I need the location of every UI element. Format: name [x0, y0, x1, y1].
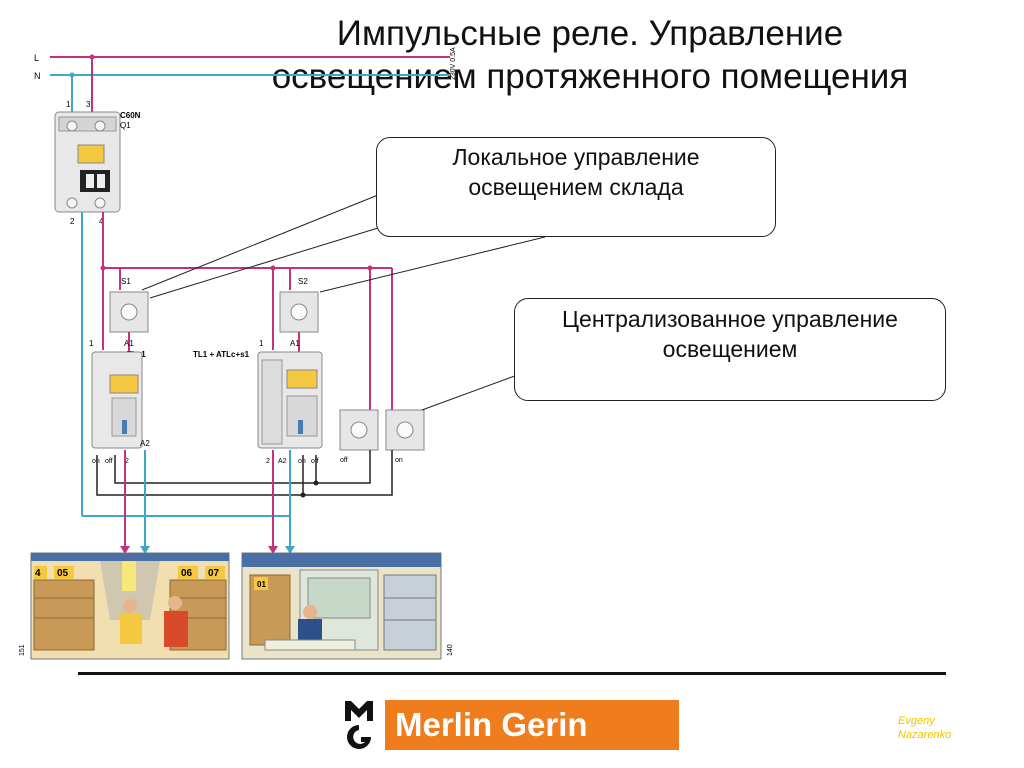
brand-logo: Merlin Gerin: [385, 700, 679, 750]
central-switch-on: [385, 409, 425, 451]
relay2-a2-label: A2: [278, 458, 287, 465]
relay1-a2-label: A2: [140, 439, 150, 448]
impulse-relay-2: [257, 351, 323, 449]
author-last-name: Nazarenko: [898, 729, 952, 741]
callout-central-control: Централизованное управление освещением: [514, 298, 946, 401]
callout-local-pointer-1: [141, 194, 379, 291]
node-neutral: [69, 72, 75, 78]
rack-07-label: 07: [208, 568, 220, 579]
rack-4-label: 4: [35, 568, 41, 579]
relay2-on-label: on: [298, 458, 306, 465]
switch-s2-label: S2: [298, 277, 308, 286]
terminal-2-label: 2: [70, 217, 75, 226]
callout-local-line1: Локальное управление: [452, 144, 700, 170]
scene1-number: 151: [19, 644, 26, 656]
terminal-4-label: 4: [99, 217, 104, 226]
pushbutton-s1: [109, 291, 149, 333]
relay2-off-label: off: [311, 458, 319, 465]
relay2-terminal-1: 1: [259, 339, 264, 348]
callout-central-line2: освещением: [662, 336, 798, 362]
label-L: L: [34, 53, 39, 63]
relay1-off-label: off: [105, 458, 113, 465]
breaker-c60n: [54, 111, 121, 213]
callout-local-pointer-3: [319, 236, 546, 293]
central-on-label: on: [395, 457, 403, 464]
rack-01-label: 01: [257, 580, 266, 589]
callout-central-line1: Централизованное управление: [562, 306, 898, 332]
terminal-1-label: 1: [66, 100, 71, 109]
callout-local-pointer-2: [149, 227, 379, 299]
author-credit: Evgeny Nazarenko: [898, 714, 951, 742]
label-N: N: [34, 71, 41, 81]
central-switch-off: [339, 409, 379, 451]
pushbutton-s2: [279, 291, 319, 333]
relay1-terminal-2: 2: [125, 458, 129, 465]
control-off-wire: [114, 450, 371, 484]
terminal-3-label: 3: [86, 100, 91, 109]
slide-title: Импульсные реле. Управление освещением п…: [200, 12, 980, 98]
relay1-on-label: on: [92, 458, 100, 465]
relay2-terminal-2: 2: [266, 458, 270, 465]
impulse-relay-1: [91, 351, 143, 449]
breaker-ref-label: Q1: [120, 121, 131, 130]
relay1-terminal-1: 1: [89, 339, 94, 348]
rack-06-label: 06: [181, 568, 193, 579]
relay2-name: TL1 + ATLc+s1: [193, 350, 250, 359]
slide-title-line2: освещением протяженного помещения: [271, 57, 909, 96]
switch-s1-label: S1: [121, 277, 131, 286]
callout-local-control: Локальное управление освещением склада: [376, 137, 776, 237]
warehouse-scene-2: [241, 552, 442, 660]
relay1-a1-label: A1: [124, 339, 134, 348]
warehouse-scene-1: [30, 552, 230, 660]
scene2-number: 140: [447, 644, 454, 656]
merlin-gerin-logo-icon: [345, 701, 373, 749]
callout-local-line2: освещением склада: [468, 174, 684, 200]
breaker-model-label: C60N: [120, 111, 141, 120]
slide-title-line1: Импульсные реле. Управление: [336, 14, 844, 53]
author-first-name: Evgeny: [898, 715, 935, 727]
node-phase: [89, 54, 95, 60]
relay2-a1-label: A1: [290, 339, 300, 348]
ratings-label: 230V 0.5A: [450, 47, 457, 80]
callout-central-pointer: [421, 373, 521, 411]
control-on-wire: [96, 450, 393, 496]
footer-divider: [78, 672, 946, 675]
rack-05-label: 05: [57, 568, 69, 579]
central-off-label: off: [340, 457, 348, 464]
